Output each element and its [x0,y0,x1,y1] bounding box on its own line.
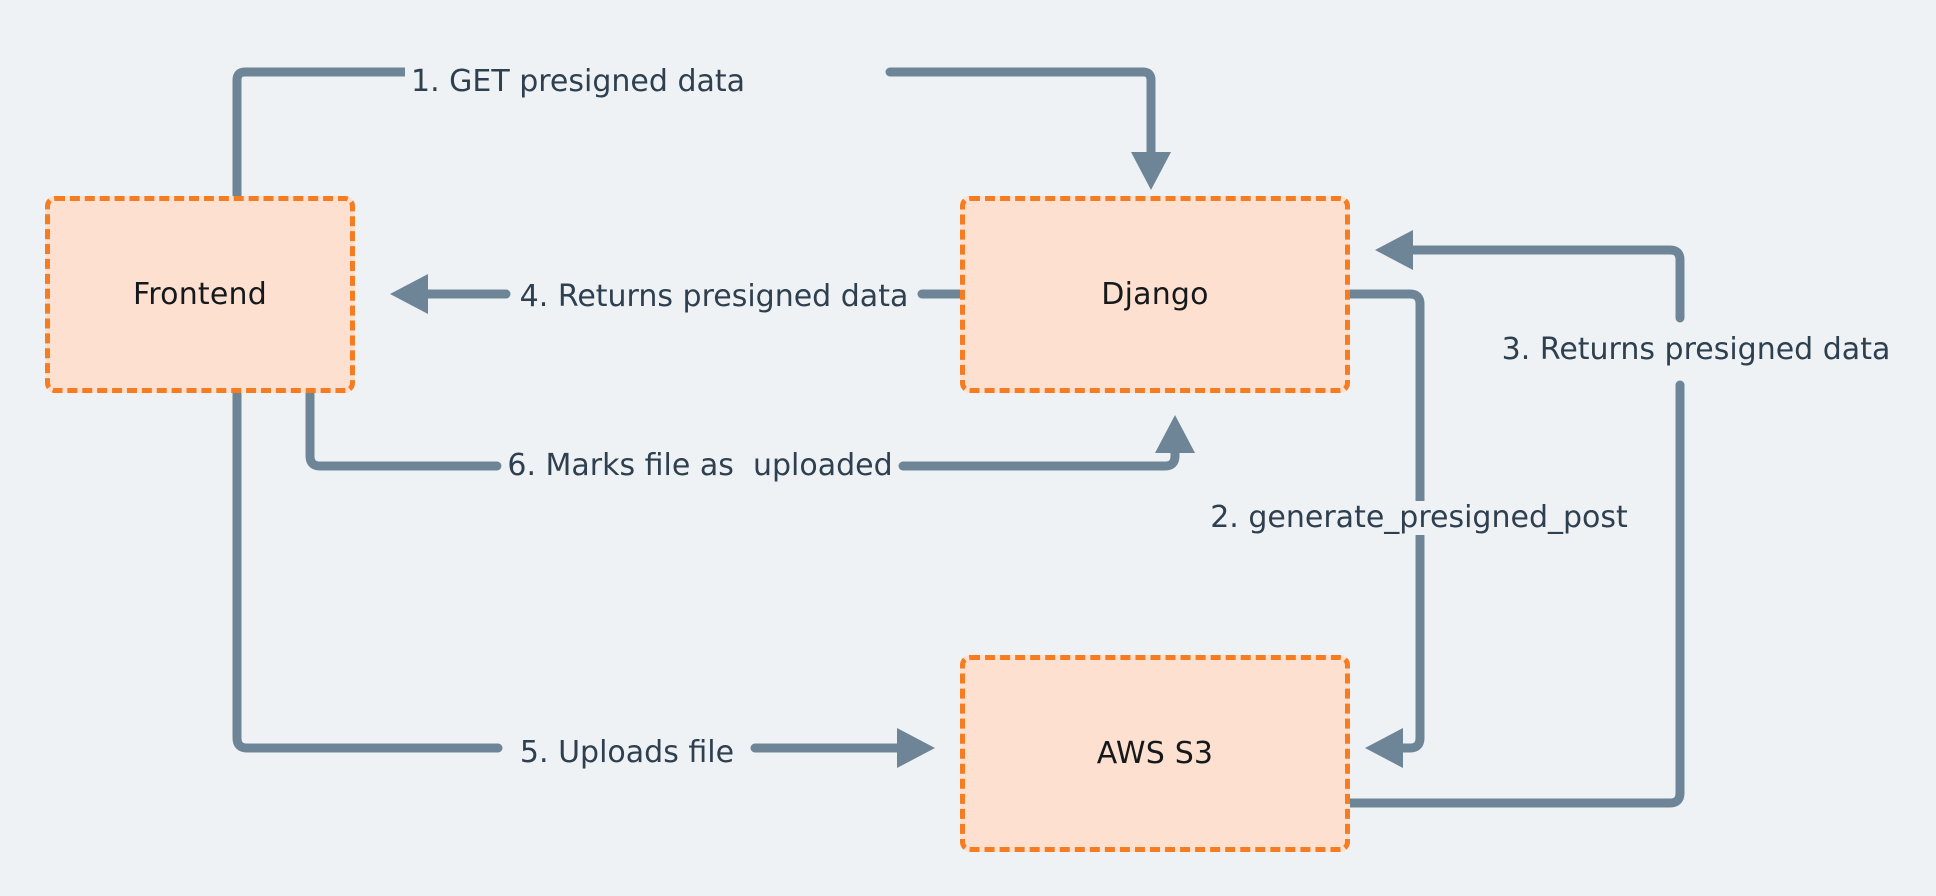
edge-arrowhead-2 [1365,728,1403,768]
node-django-label: Django [1101,277,1209,312]
node-django[interactable]: Django [960,196,1350,393]
edge-arrowhead-5 [897,728,935,768]
edge-label-5: 5. Uploads file [513,736,741,770]
edge-label-4: 4. Returns presigned data [513,280,915,314]
edge-path-1b [885,67,1156,175]
edge-path-2b [1380,531,1425,753]
edge-label-6: 6. Marks file as uploaded [501,449,899,483]
edge-path-2 [1345,289,1425,505]
node-aws-s3-label: AWS S3 [1096,736,1214,771]
edge-path-3 [1345,380,1685,808]
edge-path-6 [305,388,502,471]
edge-arrowhead-3 [1375,230,1413,270]
edge-label-1: 1. GET presigned data [404,65,752,99]
edge-label-3: 3. Returns presigned data [1495,333,1897,367]
edge-path-6b [898,434,1180,471]
edge-path-3b [1390,245,1685,323]
edge-arrowhead-1 [1131,152,1171,190]
edge-path-1 [232,67,551,201]
node-frontend[interactable]: Frontend [45,196,355,393]
edge-path-5 [232,388,503,753]
node-frontend-label: Frontend [133,277,267,312]
edge-label-2: 2. generate_presigned_post [1204,501,1634,535]
edge-arrowhead-6 [1155,415,1195,453]
edge-arrowhead-4 [390,274,428,314]
node-aws-s3[interactable]: AWS S3 [960,655,1350,852]
